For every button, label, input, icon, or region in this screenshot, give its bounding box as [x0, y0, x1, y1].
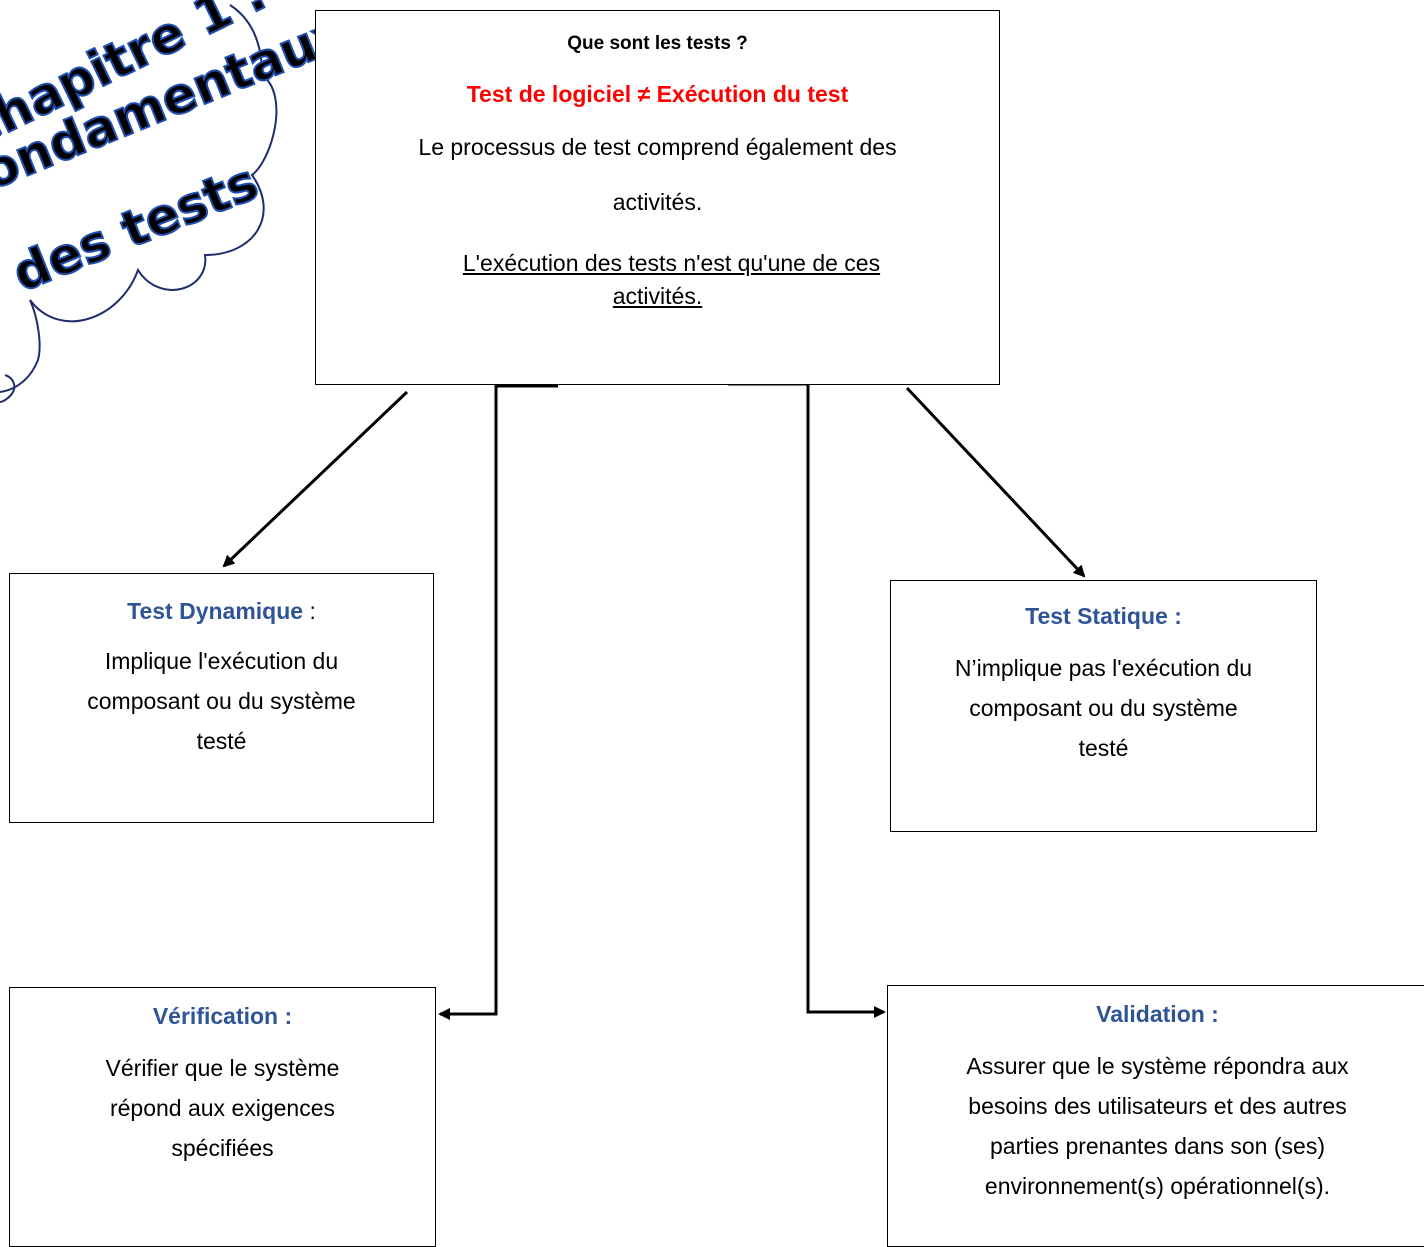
dynamic-body-line: testé	[196, 728, 247, 754]
static-body: N’implique pas l'exécution du composant …	[891, 648, 1316, 768]
dynamic-test-box: Test Dynamique : Implique l'exécution du…	[9, 573, 434, 823]
static-body-line: testé	[1078, 735, 1129, 761]
dynamic-body-line: composant ou du système	[87, 688, 356, 714]
main-text-line3: L'exécution des tests n'est qu'une de ce…	[462, 250, 881, 276]
arrow-to-validation	[728, 382, 886, 1018]
chapter-cloud: Chapitre 1 : Fondamentaux des tests	[0, 0, 330, 403]
main-definition-box: Que sont les tests ? Test de logiciel ≠ …	[315, 10, 1000, 385]
validation-heading: Validation :	[1096, 1001, 1219, 1027]
dynamic-heading-row: Test Dynamique :	[10, 598, 433, 625]
static-test-box: Test Statique : N’implique pas l'exécuti…	[890, 580, 1317, 832]
verification-heading: Vérification :	[152, 1003, 293, 1029]
main-title: Que sont les tests ?	[567, 33, 748, 54]
static-body-line: N’implique pas l'exécution du	[954, 655, 1253, 681]
validation-body: Assurer que le système répondra aux beso…	[888, 1046, 1424, 1206]
validation-box: Validation : Assurer que le système répo…	[887, 985, 1424, 1247]
static-heading: Test Statique :	[1025, 603, 1182, 629]
validation-body-line: Assurer que le système répondra aux	[966, 1053, 1349, 1079]
validation-body-line: parties prenantes dans son (ses)	[990, 1133, 1325, 1159]
main-text-line4: activités.	[612, 283, 703, 309]
static-body-line: composant ou du système	[969, 695, 1238, 721]
main-text-line1: Le processus de test comprend également …	[418, 134, 897, 160]
arrow-to-verification	[438, 384, 558, 1020]
dynamic-body: Implique l'exécution du composant ou du …	[10, 641, 433, 761]
verification-box: Vérification : Vérifier que le système r…	[9, 987, 436, 1247]
validation-body-line: besoins des utilisateurs et des autres	[968, 1093, 1347, 1119]
verification-body-line: répond aux exigences	[109, 1095, 336, 1121]
main-subtitle: Test de logiciel ≠ Exécution du test	[466, 81, 849, 107]
verification-body-line: Vérifier que le système	[105, 1055, 340, 1081]
dynamic-body-line: Implique l'exécution du	[104, 648, 339, 674]
verification-body-line: spécifiées	[171, 1135, 274, 1161]
arrow-to-static	[905, 386, 1086, 578]
validation-body-line: environnement(s) opérationnel(s).	[984, 1173, 1331, 1199]
main-text-line2: activités.	[612, 189, 703, 215]
verification-body: Vérifier que le système répond aux exige…	[10, 1048, 435, 1168]
dynamic-heading: Test Dynamique	[127, 598, 304, 624]
dynamic-heading-suffix: :	[303, 598, 316, 624]
arrow-to-dynamic	[222, 390, 409, 568]
